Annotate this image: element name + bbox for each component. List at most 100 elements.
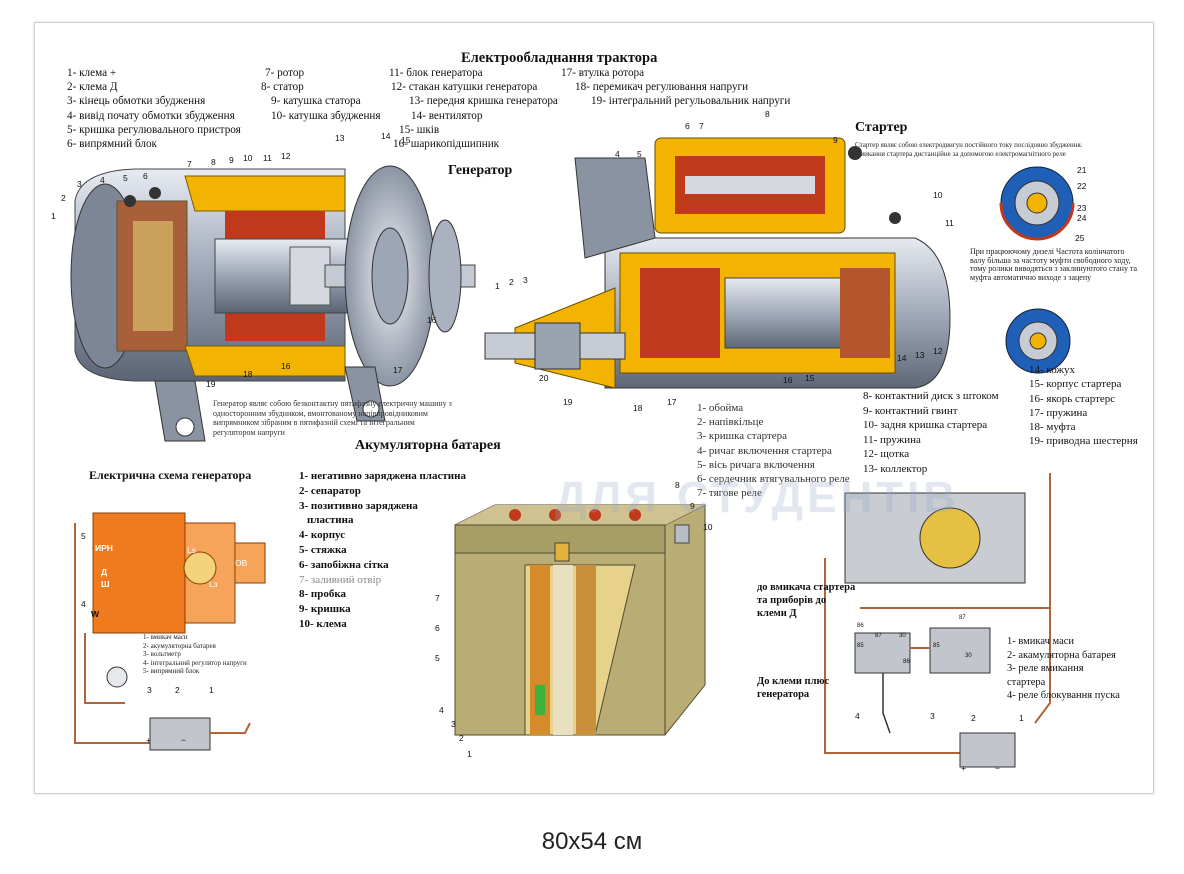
legend-item: 9- контактний гвинт xyxy=(863,404,958,417)
gen-scheme-plus: + xyxy=(146,735,151,745)
clutch-callout: 25 xyxy=(1075,233,1085,243)
legend-item: 17- пружина xyxy=(1029,406,1088,419)
start-scheme-label-switch: до вмикача стартера та приборів до клеми… xyxy=(757,582,856,619)
gen-scheme-terminal: Lз xyxy=(209,579,218,589)
gen-scheme-terminal: Ш xyxy=(101,579,110,589)
legend-item: 12- стакан катушки генератора xyxy=(391,81,538,94)
legend-item: 18- муфта xyxy=(1029,421,1076,434)
legend-item: 1- вмикач маси xyxy=(143,633,188,641)
gen-scheme-terminal: Д xyxy=(101,567,108,577)
starter-callout: 13 xyxy=(915,350,925,360)
legend-item: 10- задня кришка стартера xyxy=(863,419,988,432)
starter-callout: 19 xyxy=(563,397,573,407)
gen-scheme-terminal: Ls xyxy=(187,545,196,555)
relay-pin: 87 xyxy=(959,615,966,621)
gen-scheme-callout: 2 xyxy=(175,685,180,695)
battery-callout: 8 xyxy=(675,480,680,490)
legend-top-col1: 1- клема + 2- клема Д 3- кінець обмотки … xyxy=(67,66,241,151)
generator-description: Генератор являє собою безконтактну пятиф… xyxy=(213,399,452,437)
gen-scheme-terminal: Д xyxy=(85,527,92,537)
gen-scheme-terminal: W xyxy=(91,609,100,619)
start-scheme-label-generator: До клеми плюс генератора xyxy=(757,676,830,700)
legend-item: 12- щотка xyxy=(863,448,910,461)
clutch-diagram-engaged xyxy=(999,166,1075,241)
relay-pin: 86 xyxy=(857,623,864,629)
starter-callout: 5 xyxy=(637,149,642,159)
generator-callout: 7 xyxy=(187,159,192,169)
starter-callout: 9 xyxy=(833,135,838,145)
legend-top-col3: 11- блок генератора 12- стакан катушки г… xyxy=(389,66,558,151)
generator-title: Генератор xyxy=(448,163,513,178)
legend-item: 14- вентилятор xyxy=(411,109,483,122)
gen-scheme-diagram xyxy=(74,512,266,751)
battery-callout: 7 xyxy=(435,593,440,603)
start-scheme-callout: 3 xyxy=(930,711,935,721)
legend-item: 18- перемикач регулювання напруги xyxy=(575,81,749,94)
starter-callout: 2 xyxy=(509,277,514,287)
clutch-callout: 22 xyxy=(1077,181,1087,191)
legend-item: 4- інтегральний регулятор напруги xyxy=(143,658,247,667)
generator-illustration xyxy=(70,165,476,442)
clutch-diagram-free xyxy=(1005,308,1071,374)
starter-legend-left: 1- обойма 2- напівкільце 3- кришка старт… xyxy=(697,401,850,500)
relay-pin: 87 xyxy=(875,633,882,639)
starter-callout: 3 xyxy=(523,275,528,285)
legend-item: 2- акамуляторна батарея xyxy=(1007,649,1116,661)
starter-callout: 15 xyxy=(805,373,815,383)
legend-item: 2- акумуляторна батарея xyxy=(143,641,216,650)
generator-callout: 18 xyxy=(243,369,253,379)
legend-item: 1- вмикач маси xyxy=(1007,636,1075,647)
gen-scheme-callout: 4 xyxy=(81,599,86,609)
size-label: 80x54 см xyxy=(541,828,643,855)
generator-callout: 11 xyxy=(263,153,272,163)
starter-callout: 18 xyxy=(633,403,643,413)
legend-item: 15- шків xyxy=(399,123,440,136)
clutch-note: При працюючому дизелі Частота колінчатог… xyxy=(970,247,1138,282)
legend-item: стартера xyxy=(1007,676,1046,688)
battery-callout: 10 xyxy=(703,522,713,532)
legend-item: 5- випрямний блок xyxy=(143,667,200,675)
legend-item: 6- випрямний блок xyxy=(67,138,157,151)
legend-item: 7- заливний отвір xyxy=(299,573,382,586)
generator-callout: 16 xyxy=(427,315,437,325)
legend-item: 16- шарикопідшипник xyxy=(393,138,500,151)
battery-callout: 6 xyxy=(435,623,440,633)
legend-item: 7- ротор xyxy=(265,67,305,79)
legend-item: 1- обойма xyxy=(697,402,744,414)
starter-callout: 20 xyxy=(539,373,549,383)
watermark: ДЛЯ СТУДЕНТІВ xyxy=(555,473,960,522)
generator-callout: 15 xyxy=(401,135,411,145)
generator-callout: 4 xyxy=(100,175,105,185)
legend-item: 4- корпус xyxy=(299,529,346,542)
legend-item: 5- стяжка xyxy=(299,543,347,556)
legend-item: 16- якорь стартерс xyxy=(1029,392,1116,405)
start-scheme-diagram xyxy=(824,473,1051,768)
gen-scheme-title: Електрична схема генератора xyxy=(89,468,252,482)
gen-scheme-callout: 1 xyxy=(209,685,214,695)
starter-title: Стартер xyxy=(855,120,908,135)
starter-callout: 7 xyxy=(699,121,704,131)
legend-item: 2- сепаратор xyxy=(299,484,361,497)
starter-legend-mid: 8- контактний диск з штоком 9- контактни… xyxy=(863,389,999,477)
legend-item: 10- катушка збудження xyxy=(271,109,381,122)
starter-callout: 16 xyxy=(783,375,793,385)
generator-callout: 5 xyxy=(123,173,128,183)
gen-scheme-callout: 3 xyxy=(147,685,152,695)
clutch-callout: 24 xyxy=(1077,213,1087,223)
generator-callout: 10 xyxy=(243,153,253,163)
legend-item: 2- клема Д xyxy=(67,81,118,94)
legend-item: 3- позитивно заряджена xyxy=(299,499,418,512)
legend-item: 6- запобіжна сітка xyxy=(299,558,389,571)
generator-callout: 12 xyxy=(281,151,291,161)
starter-illustration xyxy=(484,137,951,389)
starter-callout: 12 xyxy=(933,346,943,356)
battery-callout: 4 xyxy=(439,705,444,715)
battery-illustration xyxy=(454,504,706,736)
legend-item: 5- вісь ричага включення xyxy=(697,458,815,471)
clutch-callout: 21 xyxy=(1077,165,1087,175)
relay-pin: 85 xyxy=(933,643,940,649)
starter-callout: 6 xyxy=(685,121,690,131)
gen-scheme-terminal: ОВ xyxy=(235,558,248,568)
start-scheme-legend: 1- вмикач маси 2- акамуляторна батарея 3… xyxy=(1007,635,1120,703)
starter-callout: 10 xyxy=(933,190,943,200)
